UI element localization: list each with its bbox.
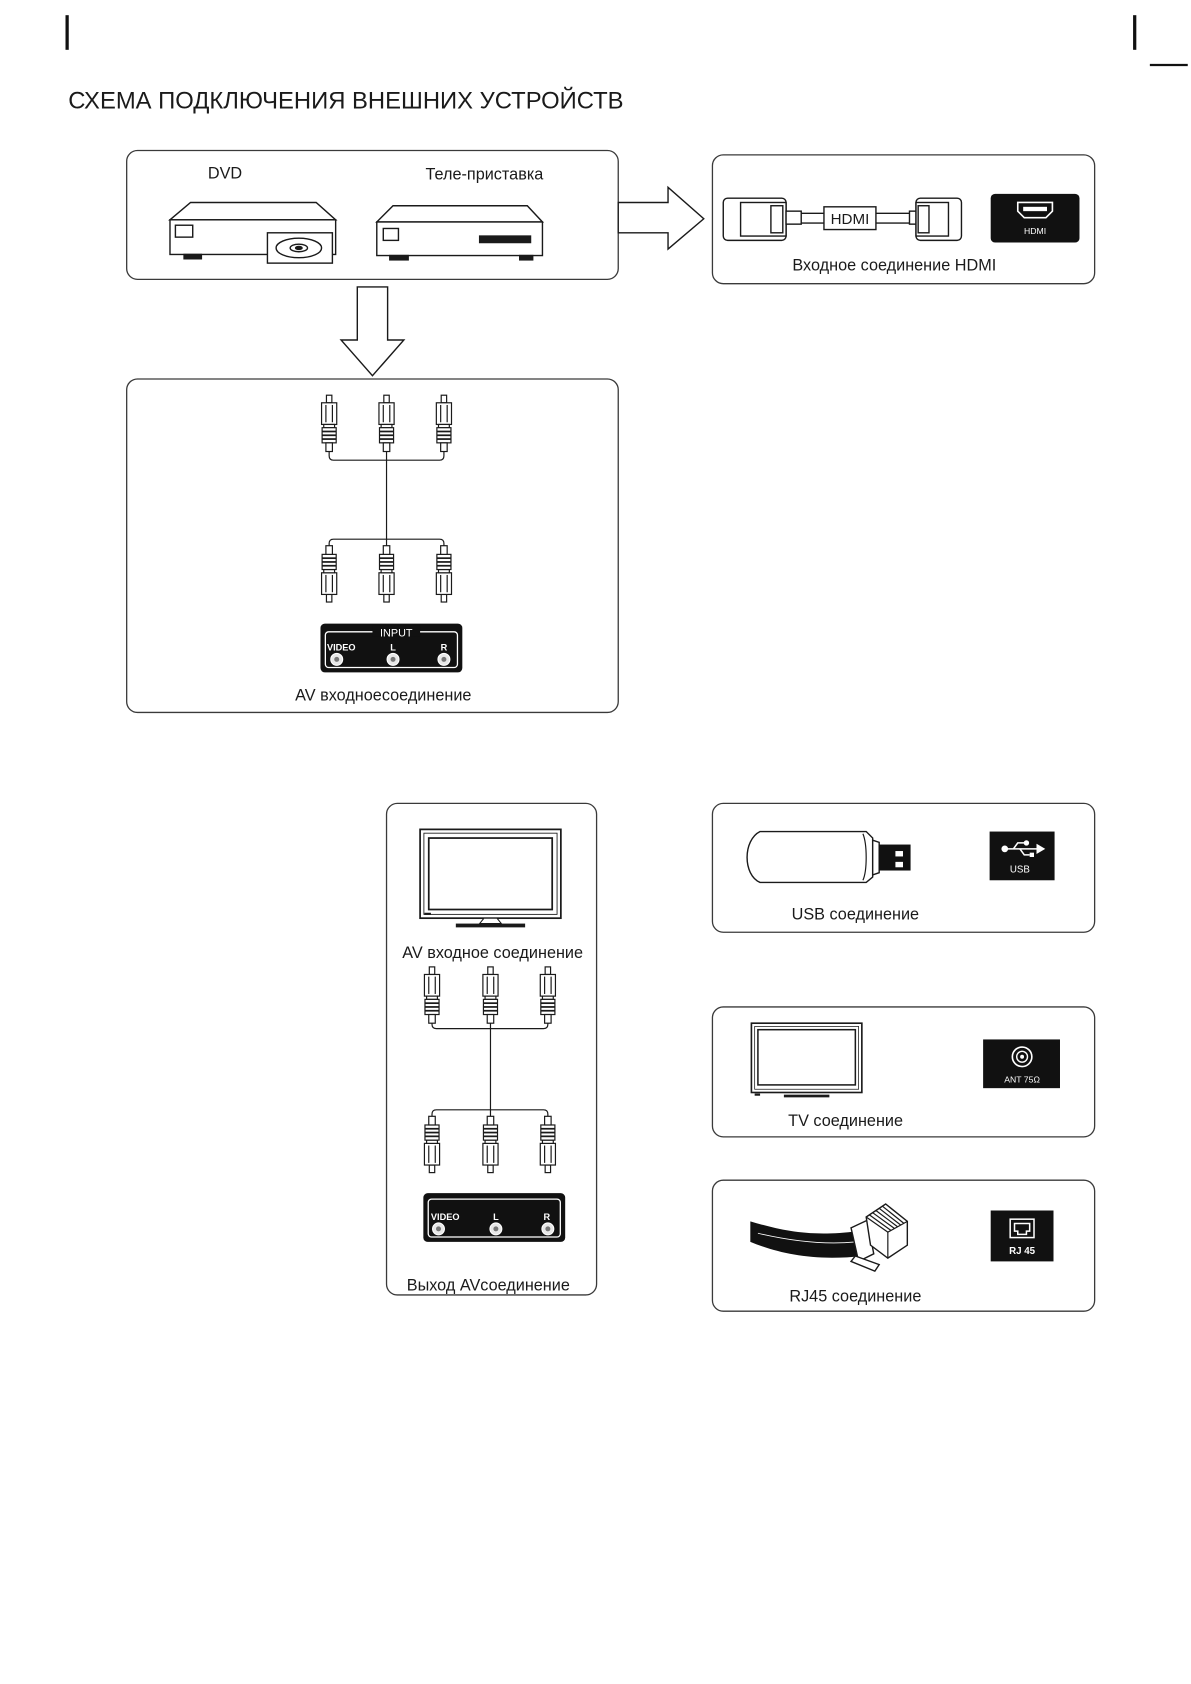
tv-antenna-connection-panel: ANT 75Ω TV соединение [711, 1006, 1096, 1138]
tv-caption: TV соединение [788, 1112, 903, 1130]
rca-plug [423, 966, 441, 1025]
jack-left [386, 652, 400, 666]
hdmi-caption: Входное соединение HDMI [792, 257, 996, 275]
coax-antenna-icon [1011, 1046, 1033, 1068]
rca-cable-icon [423, 966, 557, 1174]
usb-port-badge: USB [989, 831, 1055, 881]
rca-wire [328, 538, 445, 546]
set-top-box-label: Теле-приставка [426, 166, 545, 184]
hdmi-port-label: HDMI [1024, 226, 1046, 236]
input-panel-label: INPUT [380, 628, 413, 640]
jack-video [330, 652, 344, 666]
rca-cable-icon [320, 394, 453, 603]
av-output-tv-caption: AV входное соединение [402, 944, 583, 962]
rca-plug [539, 966, 557, 1025]
usb-port-label: USB [1010, 865, 1030, 876]
av-input-caption: AV входноесоединение [295, 687, 471, 705]
rca-plug [482, 966, 499, 1025]
tv-icon [419, 828, 562, 928]
rca-plug [539, 1115, 557, 1174]
disc-tray [266, 232, 334, 264]
arrow-to-hdmi [617, 185, 705, 251]
jack-label-right: R [441, 643, 448, 653]
rj45-caption: RJ45 соединение [789, 1287, 921, 1305]
rca-wire [431, 1109, 549, 1117]
hdmi-port-badge: HDMI [990, 193, 1080, 243]
jack-label-left: L [390, 643, 396, 653]
hdmi-cable-icon [722, 197, 963, 242]
rca-plug [423, 1115, 441, 1174]
antenna-port-label: ANT 75Ω [1004, 1075, 1040, 1085]
source-devices-panel: DVD Теле-приставка [126, 149, 619, 281]
jack-label-left: L [493, 1212, 499, 1222]
rca-plug [482, 1115, 499, 1174]
antenna-port-badge: ANT 75Ω [983, 1039, 1060, 1089]
rj45-contacts [869, 1205, 905, 1232]
jack-label-right: R [543, 1212, 550, 1222]
av-output-connection-panel: AV входное соединение VIDEO L R [385, 802, 598, 1296]
rca-plug [378, 544, 395, 603]
rca-plug [320, 544, 338, 603]
jack-label-video: VIDEO [327, 643, 356, 653]
rca-plug [435, 394, 453, 453]
hdmi-port-icon [1016, 201, 1054, 219]
arrow-to-av-input [339, 286, 406, 377]
hdmi-cable-label: HDMI [831, 211, 870, 228]
rca-plug [435, 544, 453, 603]
ethernet-cable-icon [750, 1203, 909, 1273]
av-output-jack-panel: VIDEO L R [423, 1193, 566, 1242]
jack-video [432, 1222, 446, 1236]
dvd-label: DVD [208, 165, 242, 183]
usb-caption: USB соединение [792, 905, 920, 923]
rj45-connection-panel: RJ 45 RJ45 соединение [711, 1179, 1096, 1312]
av-input-jack-panel: INPUT VIDEO L R [320, 623, 463, 673]
rj45-port-badge: RJ 45 [990, 1210, 1054, 1262]
tv-icon [750, 1022, 863, 1098]
jack-left [489, 1222, 503, 1236]
usb-connection-panel: USB USB соединение [711, 802, 1096, 933]
hdmi-connection-panel: HDMI HDMI Входное соединение HDMI [711, 154, 1096, 285]
jack-label-video: VIDEO [431, 1212, 460, 1222]
av-output-caption: Выход AVсоединение [407, 1277, 570, 1295]
ethernet-port-icon [1009, 1218, 1035, 1239]
jack-right [437, 652, 451, 666]
set-top-box-icon [375, 205, 545, 261]
usb-flash-drive-icon [746, 830, 911, 884]
av-input-connection-panel: INPUT VIDEO L R AV входноесоединение [126, 378, 619, 714]
rca-plug [378, 394, 395, 453]
rj45-port-label: RJ 45 [1009, 1246, 1036, 1257]
rca-plug [320, 394, 338, 453]
page-title: СХЕМА ПОДКЛЮЧЕНИЯ ВНЕШНИХ УСТРОЙСТВ [68, 86, 623, 114]
dvd-player-icon [168, 201, 338, 264]
usb-trident-icon [1001, 840, 1046, 857]
crop-mark-top-right [1133, 15, 1188, 67]
jack-right [541, 1222, 555, 1236]
